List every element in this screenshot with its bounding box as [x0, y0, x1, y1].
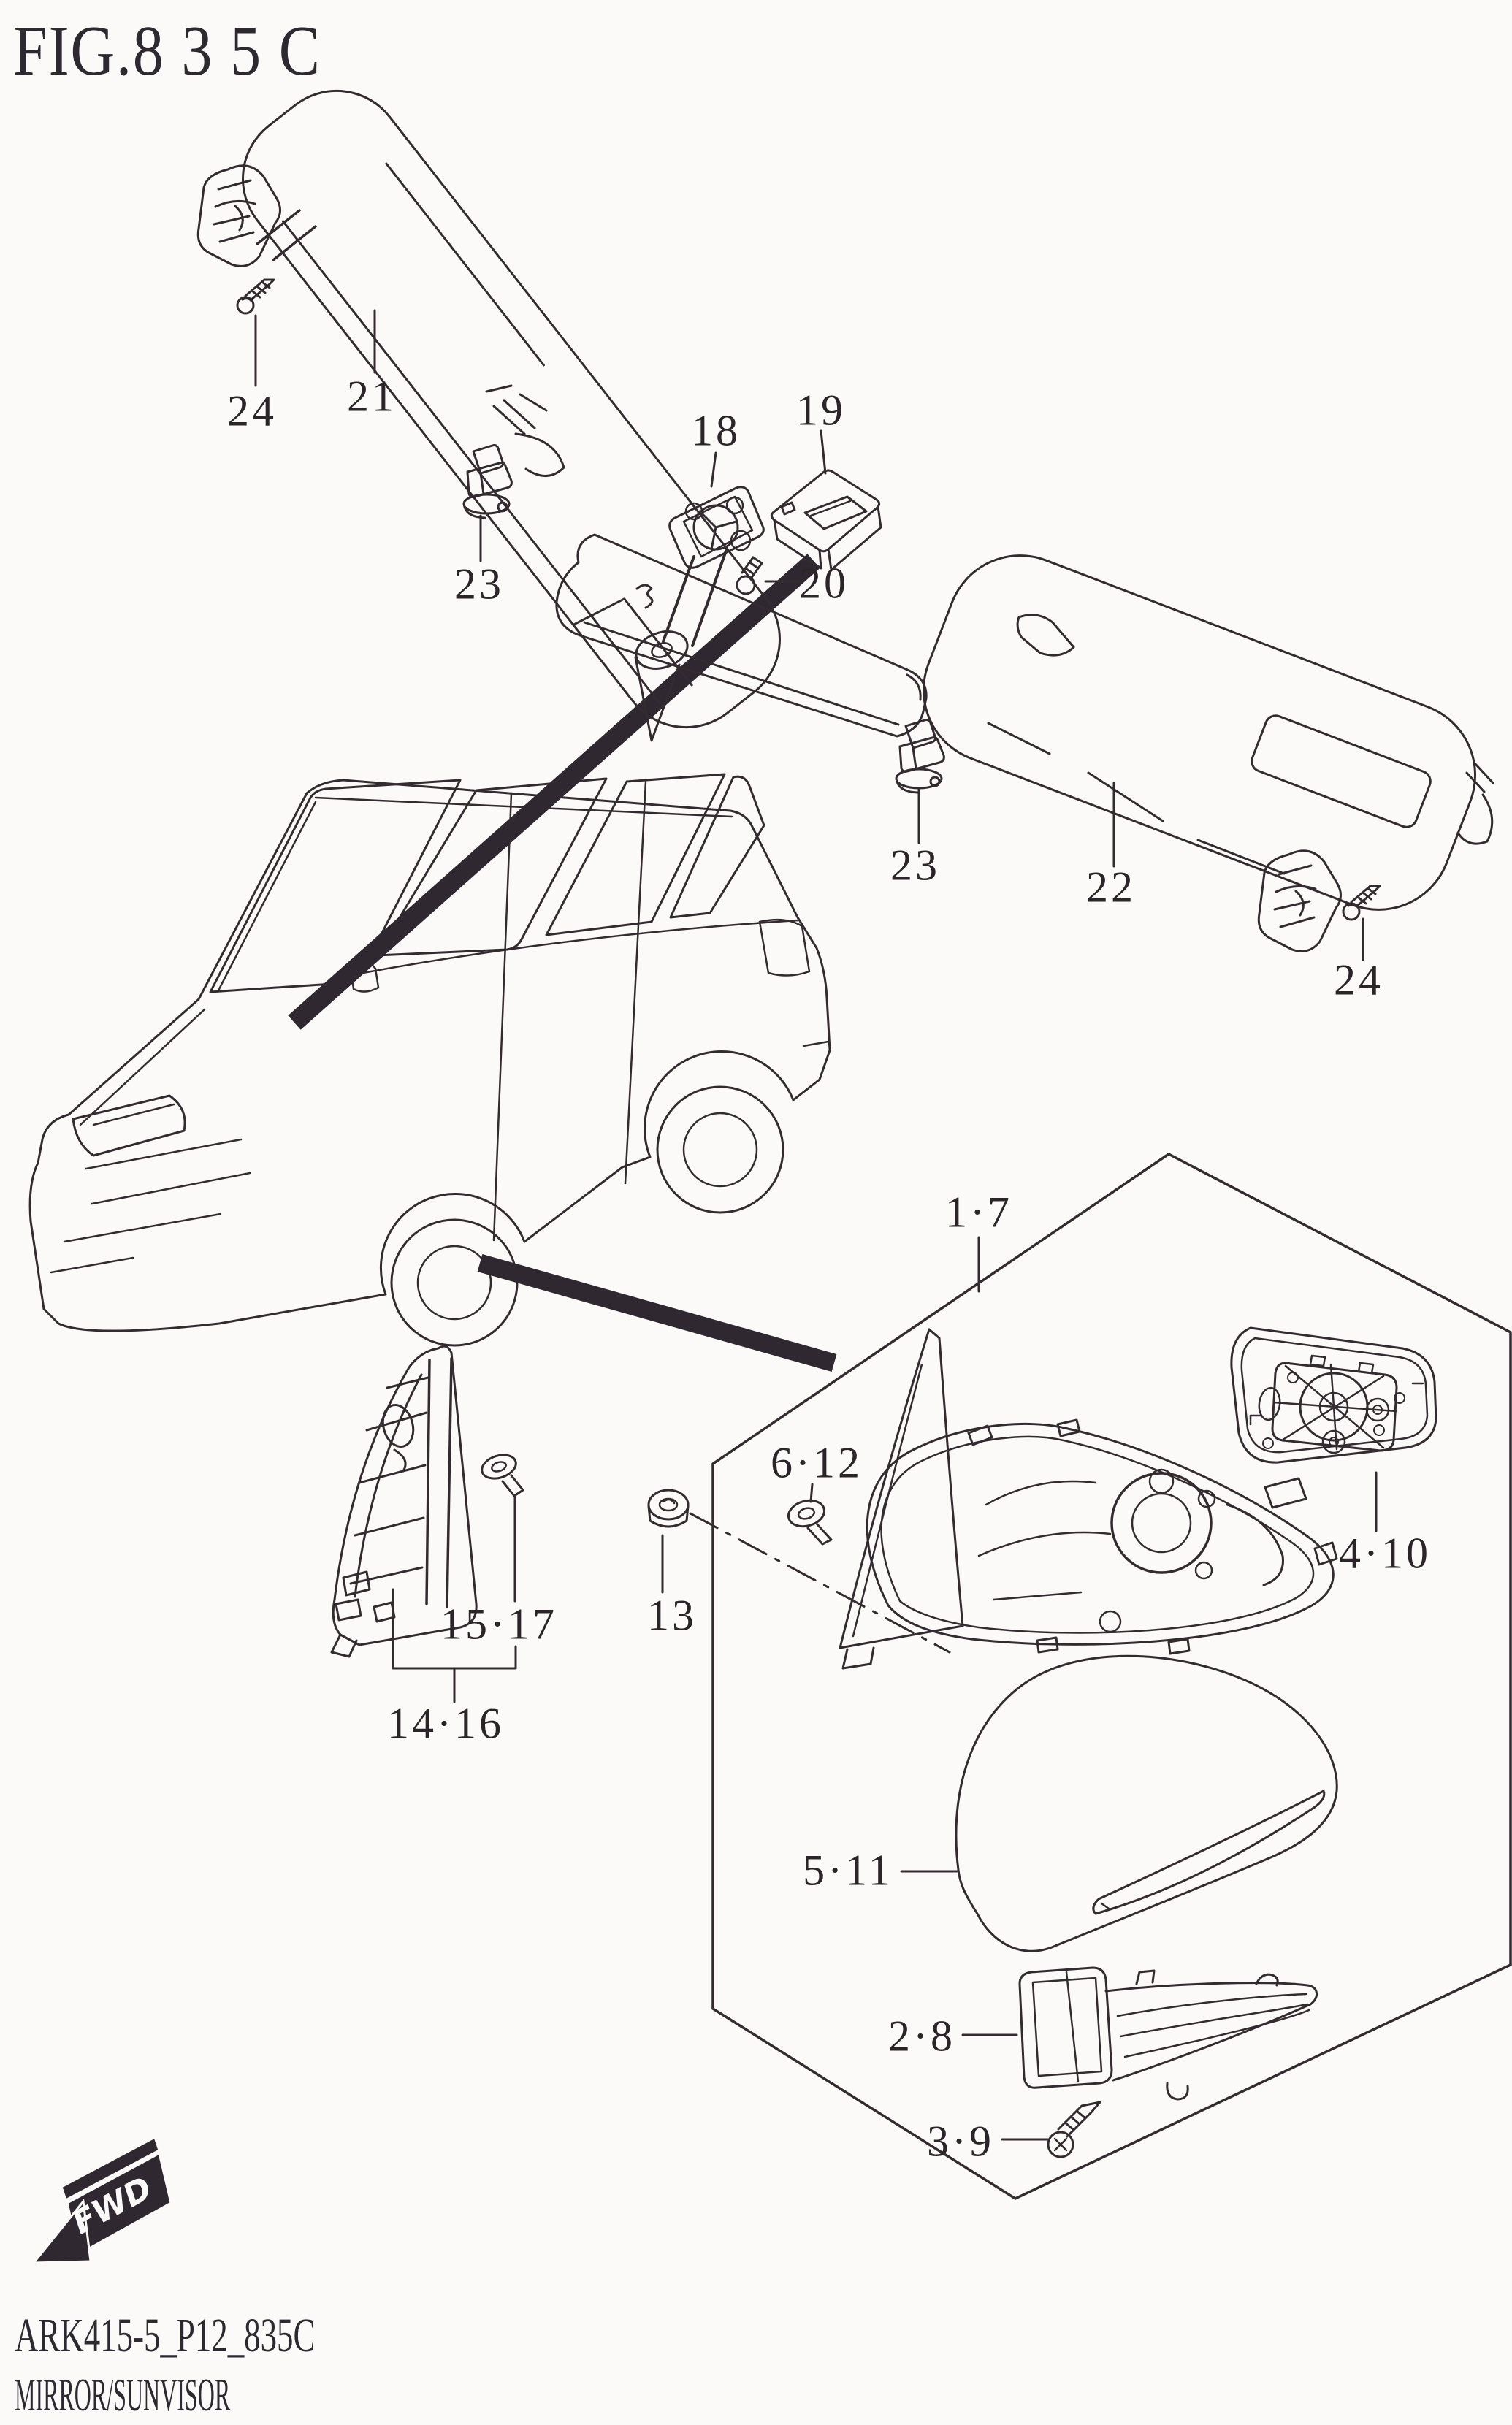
- mirror-glass-4-10: [1230, 1326, 1437, 1464]
- part-label-24: 24: [1334, 955, 1383, 1004]
- pointer-band-roof: [288, 554, 820, 1030]
- part-label-14-16: 14·16: [387, 1699, 504, 1748]
- mount-bracket-19: [770, 469, 882, 571]
- rearview-mirror-body: [555, 533, 928, 742]
- part-label-6-12: 6·12: [771, 1438, 863, 1487]
- part-label-13: 13: [647, 1591, 697, 1640]
- part-label-19: 19: [796, 386, 846, 435]
- mirror-mount-18: [668, 486, 765, 569]
- turn-signal-lamp-2-8: [1018, 1966, 1318, 2101]
- part-label-21: 21: [347, 372, 397, 421]
- assembly-boundary: [711, 1152, 1512, 2200]
- part-label-1-7: 1·7: [945, 1188, 1012, 1237]
- leader-lines: [254, 309, 1378, 2141]
- corner-garnish-14-16: [330, 1345, 478, 1658]
- part-label-3-9: 3·9: [927, 2117, 994, 2166]
- part-label-23: 23: [454, 560, 504, 608]
- part-label-2-8: 2·8: [888, 2012, 955, 2061]
- nut-13: [647, 1489, 690, 1528]
- section-caption: MIRROR/SUNVISOR: [15, 2369, 231, 2421]
- screw-6-12: [787, 1499, 833, 1546]
- part-label-5-11: 5·11: [803, 1846, 893, 1895]
- screw-3-9: [1047, 2101, 1101, 2158]
- clip-screw-15-17: [481, 1454, 524, 1497]
- part-label-24: 24: [227, 386, 277, 435]
- right-sunvisor-22: [922, 554, 1494, 911]
- part-label-4-10: 4·10: [1339, 1529, 1431, 1578]
- drawing-footer: ARK415-5_P12_835C MIRROR/SUNVISOR: [15, 2308, 457, 2422]
- mirror-assembly-1-7: [839, 1328, 1338, 1670]
- part-label-20: 20: [799, 559, 849, 608]
- pointer-band-door: [477, 1253, 837, 1372]
- part-label-23: 23: [890, 841, 940, 890]
- part-label-18: 18: [691, 406, 741, 455]
- catalog-code: ARK415-5_P12_835C: [15, 2309, 316, 2362]
- figure-title: FIG.8 3 5 C: [13, 12, 321, 91]
- mirror-cover-5-11: [955, 1654, 1338, 1952]
- screw-20: [736, 556, 763, 595]
- part-label-22: 22: [1086, 863, 1136, 912]
- part-label-15-17: 15·17: [440, 1600, 557, 1649]
